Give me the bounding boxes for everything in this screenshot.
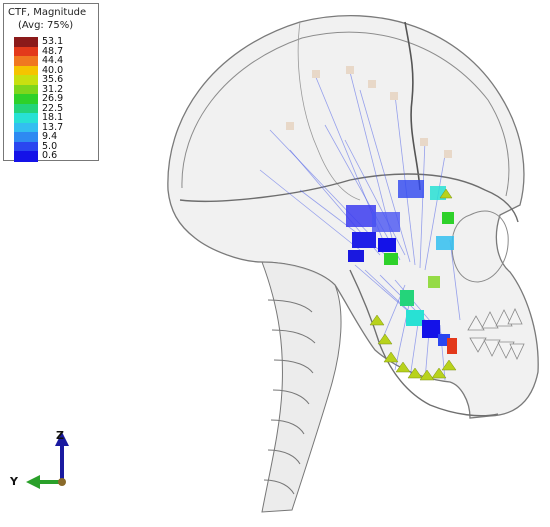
coronal-suture <box>404 21 421 191</box>
legend-value: 9.4 <box>42 131 58 142</box>
legend-title: CTF, Magnitude <box>8 7 87 18</box>
z-axis-label: Z <box>56 429 64 442</box>
cranium-inner-contour <box>181 31 510 197</box>
skull-midline <box>297 21 361 201</box>
legend-swatch <box>14 46 38 58</box>
legend-value: 40.0 <box>42 64 64 76</box>
cervical-spine <box>261 261 342 513</box>
legend-swatch <box>14 37 38 48</box>
legend-swatch <box>14 94 38 105</box>
legend-value: 48.7 <box>42 45 64 57</box>
orbit-contour <box>451 210 509 283</box>
legend-swatch <box>14 141 38 153</box>
legend-swatch <box>14 75 38 86</box>
legend-value: 26.9 <box>42 93 64 104</box>
legend-swatch <box>14 65 38 77</box>
legend-value: 44.4 <box>42 55 64 66</box>
legend-value: 22.5 <box>42 102 64 114</box>
legend-subtitle: (Avg: 75%) <box>18 20 74 31</box>
legend-swatch <box>14 103 38 115</box>
zygomatic-arch <box>179 173 519 223</box>
legend-swatch <box>14 113 38 124</box>
legend-swatch <box>14 151 38 162</box>
legend-swatch <box>14 56 38 67</box>
legend-value: 0.6 <box>42 150 58 161</box>
legend-swatch <box>14 122 38 134</box>
y-axis-label: Y <box>10 475 18 488</box>
mandible <box>349 269 499 417</box>
legend-value: 35.6 <box>42 74 64 85</box>
legend-value: 18.1 <box>42 112 64 123</box>
triad-arrows <box>26 432 69 489</box>
legend-value: 31.2 <box>42 83 64 95</box>
teeth <box>467 308 525 360</box>
legend-swatch <box>14 84 38 96</box>
insertion-markers <box>369 188 457 381</box>
legend-value: 13.7 <box>42 121 64 133</box>
legend-value: 53.1 <box>42 36 64 47</box>
legend-swatch <box>14 132 38 143</box>
legend-value: 5.0 <box>42 140 58 152</box>
axis-triad: Z Y <box>0 420 110 520</box>
